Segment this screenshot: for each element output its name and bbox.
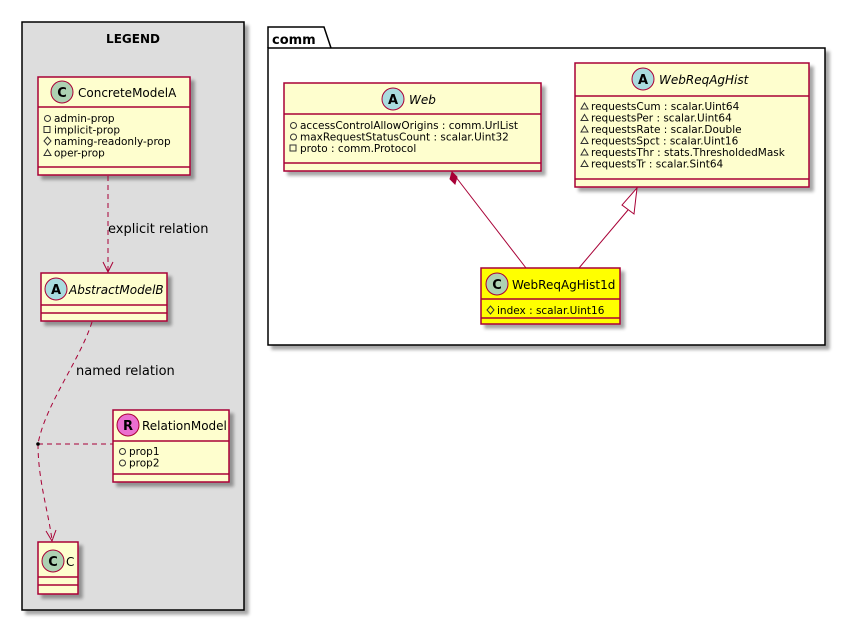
class-name: C (66, 555, 74, 569)
class-stereotype-letter: C (48, 555, 58, 570)
member-text: naming-readonly-prop (54, 136, 171, 148)
public-visibility-icon (119, 459, 126, 467)
class-stereotype-letter: R (123, 419, 133, 434)
member-text: requestsTr : scalar.Sint64 (591, 159, 724, 171)
class-name: WebReqAgHist (659, 73, 750, 87)
dashed-line (37, 321, 93, 445)
class-stereotype-letter: A (638, 73, 648, 88)
class-name: Web (409, 93, 436, 107)
class-stereotype-icon (41, 549, 65, 573)
arrowhead-icon (45, 529, 57, 543)
class-stereotype-icon (50, 80, 74, 104)
member-text: accessControlAllowOrigins : comm.UrlList (300, 120, 518, 132)
member-text: oper-prop (54, 148, 105, 160)
class-stereotype-icon (631, 67, 655, 91)
class-stereotype-letter: A (51, 283, 61, 298)
composition-edge (449, 171, 527, 269)
target-class[interactable]: C C (37, 541, 79, 595)
arrowhead-icon (102, 261, 114, 274)
named-relation-edge: named relation (36, 321, 175, 543)
generalization-edge (578, 186, 638, 269)
junction-point (36, 442, 40, 446)
member-text: maxRequestStatusCount : scalar.Uint32 (300, 132, 509, 144)
member-text: requestsSpct : scalar.Uint16 (591, 136, 739, 148)
package-comm: comm A Web accessControlAllowOrigins : c… (267, 26, 826, 346)
class-stereotype-letter: A (388, 93, 398, 108)
member-text: implicit-prop (54, 125, 120, 137)
abstract-model-class[interactable]: A AbstractModelB (40, 272, 168, 322)
dashed-line (37, 443, 53, 541)
member-text: admin-prop (54, 113, 115, 125)
concrete-model-class[interactable]: C ConcreteModelA admin-propimplicit-prop… (37, 76, 191, 176)
member-text: requestsPer : scalar.Uint64 (591, 113, 732, 125)
package-visibility-icon (43, 148, 52, 156)
member-text: index : scalar.Uint16 (497, 305, 605, 317)
member-text: proto : comm.Protocol (300, 143, 416, 155)
relation-label: named relation (76, 364, 175, 379)
relation-label: explicit relation (108, 222, 208, 237)
diamond-icon (449, 171, 458, 185)
class-stereotype-icon (485, 272, 509, 296)
protected-visibility-icon (486, 305, 495, 315)
class-stereotype-icon (44, 277, 68, 301)
member-text: requestsThr : stats.ThresholdedMask (591, 147, 786, 159)
public-visibility-icon (119, 448, 126, 455)
edge-line (578, 209, 629, 269)
class-stereotype-letter: C (492, 278, 502, 293)
explicit-relation-edge: explicit relation (102, 176, 208, 274)
class-box (574, 62, 810, 188)
class-name: RelationModel (142, 419, 227, 433)
legend-group: LEGEND C ConcreteModelA admin-propimplic… (21, 21, 245, 611)
member-text: requestsCum : scalar.Uint64 (591, 101, 740, 113)
class-stereotype-letter: C (57, 86, 67, 101)
class-box (283, 82, 542, 172)
package-visibility-icon (580, 113, 589, 121)
member-text: requestsRate : scalar.Double (591, 124, 742, 136)
package-visibility-icon (580, 136, 589, 144)
package-name: comm (272, 33, 316, 48)
triangle-arrow-icon (621, 186, 638, 215)
private-visibility-icon (43, 126, 51, 133)
member-text: prop1 (129, 446, 160, 458)
class-name: WebReqAgHist1d (512, 278, 615, 292)
member-list: accessControlAllowOrigins : comm.UrlList… (289, 120, 518, 155)
member-list: index : scalar.Uint16 (486, 305, 605, 317)
public-visibility-icon (290, 133, 297, 141)
package-tab (267, 26, 332, 49)
webreqaghist1d-class[interactable]: C WebReqAgHist1d index : scalar.Uint16 (480, 267, 621, 325)
webreqaghist-class[interactable]: A WebReqAgHist requestsCum : scalar.Uint… (574, 62, 810, 188)
public-visibility-icon (44, 115, 51, 122)
legend-title: LEGEND (106, 32, 160, 46)
edge-line (451, 171, 527, 269)
class-stereotype-icon (116, 413, 140, 437)
member-text: prop2 (129, 458, 160, 470)
protected-visibility-icon (43, 136, 52, 146)
class-name: AbstractModelB (68, 283, 164, 297)
package-visibility-icon (580, 102, 589, 110)
package-visibility-icon (580, 125, 589, 133)
public-visibility-icon (290, 122, 297, 129)
class-stereotype-icon (381, 87, 405, 111)
class-name: ConcreteModelA (78, 86, 177, 100)
web-class[interactable]: A Web accessControlAllowOrigins : comm.U… (283, 82, 542, 172)
member-list: admin-propimplicit-propnaming-readonly-p… (43, 113, 171, 160)
package-visibility-icon (580, 148, 589, 156)
package-visibility-icon (580, 159, 589, 167)
private-visibility-icon (289, 144, 297, 152)
